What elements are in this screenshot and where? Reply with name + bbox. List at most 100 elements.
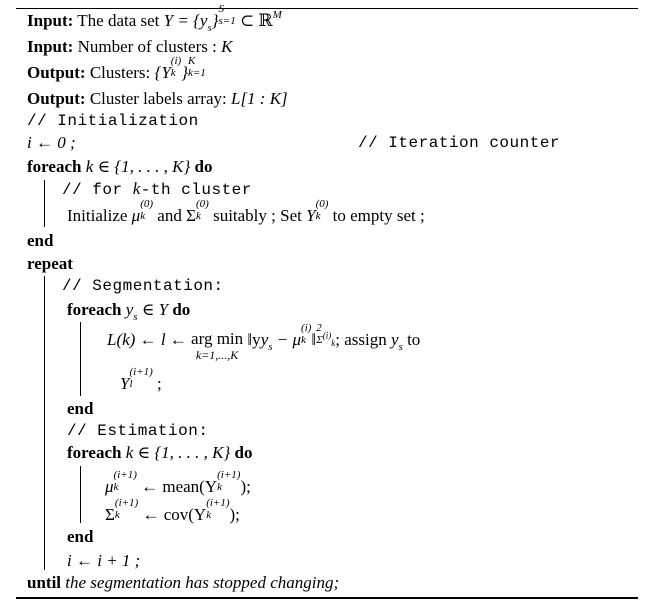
- norm-open: ‖y: [247, 330, 261, 349]
- do-keyword: do: [194, 157, 213, 176]
- do-keyword-2: do: [172, 300, 191, 319]
- input-clusters-text: Number of clusters :: [77, 37, 217, 56]
- estimate-mean-line: μ(i+1)k ← mean(Y(i+1)k);: [105, 469, 251, 497]
- comment-kth-math: k: [132, 179, 141, 198]
- foreach-samples-cond: ys ∈ Y: [125, 300, 169, 323]
- comment-kth-rest: -th cluster: [140, 181, 252, 199]
- block-bar-foreach2: [80, 322, 81, 396]
- sigma-k-0: Σ(0)k: [186, 198, 209, 225]
- argmin-word: arg min: [191, 329, 244, 348]
- initialize-params-line: Initialize μ(0)k and Σ(0)k suitably ; Se…: [67, 198, 425, 226]
- foreach-in-Y: ∈ Y: [141, 300, 169, 319]
- input-keyword: Input:: [27, 11, 74, 30]
- output-math-sup: (i): [170, 55, 182, 67]
- repeat-keyword: repeat: [27, 254, 73, 273]
- output-math-sub: k: [170, 67, 176, 79]
- minus-mu: − μ: [276, 330, 302, 349]
- input-math-sub2: s=1: [218, 15, 236, 27]
- input-math-sub: s: [207, 22, 212, 34]
- comment-segmentation: // Segmentation:: [62, 277, 224, 295]
- comment-initialization: // Initialization: [27, 112, 199, 130]
- foreach-keyword: foreach: [27, 157, 82, 176]
- end-foreach1: end: [27, 231, 54, 250]
- until-keyword: until: [27, 573, 62, 592]
- y-k-0: Y(0)k: [306, 198, 329, 225]
- end-foreach3: end: [67, 527, 94, 546]
- cov-close: );: [229, 505, 240, 524]
- foreach-keyword-2: foreach: [67, 300, 122, 319]
- output-labels-math: L[1 : K]: [230, 89, 288, 108]
- cov-y-scripts: (i+1)k: [206, 497, 230, 521]
- segmentation-target-line: Y(i+1)l ;: [120, 366, 162, 394]
- sigma-k-next: Σ(i+1)k: [105, 497, 139, 524]
- comment-kth-prefix: // for: [62, 181, 123, 199]
- y-l-next: Y(i+1)l: [120, 366, 153, 393]
- output-keyword: Output:: [27, 63, 86, 82]
- increment-counter: i ← i + 1 ;: [67, 551, 141, 570]
- suitably-set-text: suitably ; Set: [213, 206, 302, 225]
- output-math-sub2: k=1: [188, 67, 206, 79]
- assign-word: ; assign: [335, 330, 387, 349]
- mean-close: );: [240, 477, 251, 496]
- mean-y-scripts: (i+1)k: [217, 469, 241, 493]
- until-line: until the segmentation has stopped chang…: [27, 573, 339, 593]
- foreach-estimate-line: foreach k ∈ {1, . . . , K} do: [67, 443, 253, 463]
- input-clusters-line: Input: Number of clusters : K: [27, 37, 232, 57]
- to-word: to: [407, 330, 421, 349]
- output-keyword-2: Output:: [27, 89, 86, 108]
- norm-close: ‖: [311, 330, 317, 349]
- mu-k-next: μ(i+1)k: [105, 469, 137, 496]
- assign-ys: ys: [390, 330, 403, 353]
- foreach-y: y: [125, 300, 134, 319]
- bottom-rule: [16, 597, 638, 599]
- output-labels-line: Output: Cluster labels array: L[1 : K]: [27, 89, 288, 109]
- top-rule: [16, 8, 638, 9]
- output-clusters-text: Clusters:: [89, 63, 151, 82]
- foreach-keyword-3: foreach: [67, 443, 122, 462]
- block-bar-repeat: [44, 276, 45, 570]
- input-keyword-2: Input:: [27, 37, 74, 56]
- input-math-c: ⊂ ℝ: [240, 11, 273, 30]
- foreach-samples-line: foreach ys ∈ Y do: [67, 300, 191, 323]
- estimate-cov-line: Σ(i+1)k ← cov(Y(i+1)k);: [105, 497, 240, 525]
- argmin-range: k=1,...,K: [195, 348, 239, 362]
- output-labels-text: Cluster labels array:: [89, 89, 227, 108]
- end-foreach2: end: [67, 399, 94, 418]
- until-condition: the segmentation has stopped changing;: [65, 573, 340, 592]
- foreach-condition: k ∈ {1, . . . , K}: [85, 157, 191, 176]
- and-word: and: [157, 206, 182, 225]
- input-data-text: The data set: [77, 11, 160, 30]
- block-bar-foreach1: [44, 180, 45, 227]
- comment-iteration-counter: // Iteration counter: [358, 134, 561, 152]
- initialize-word: Initialize: [67, 206, 128, 225]
- cov-expression: ← cov(Y: [142, 505, 207, 524]
- init-counter-statement: i ← 0 ;: [27, 133, 76, 152]
- label-assign: L(k) ← l ←: [107, 330, 187, 349]
- comment-estimation: // Estimation:: [67, 422, 209, 440]
- output-math-y-scripts: (i)k: [170, 55, 181, 79]
- output-math-sup2: K: [188, 55, 196, 67]
- output-math-a: {Y: [154, 63, 171, 82]
- block-bar-foreach3: [80, 466, 81, 523]
- foreach-condition-3: k ∈ {1, . . . , K}: [125, 443, 231, 462]
- input-math-sup: S: [218, 3, 225, 15]
- mean-expression: ← mean(Y: [141, 477, 218, 496]
- to-empty-set-text: to empty set ;: [332, 206, 425, 225]
- semicolon: ;: [157, 374, 162, 393]
- input-math-sup2: M: [272, 9, 282, 21]
- input-math-b: }: [211, 11, 219, 30]
- comment-kth-cluster: // for k-th cluster: [62, 179, 252, 200]
- input-math-a: Y = {y: [163, 11, 208, 30]
- input-clusters-math: K: [221, 37, 233, 56]
- do-keyword-3: do: [234, 443, 253, 462]
- foreach-clusters-line: foreach k ∈ {1, . . . , K} do: [27, 157, 213, 177]
